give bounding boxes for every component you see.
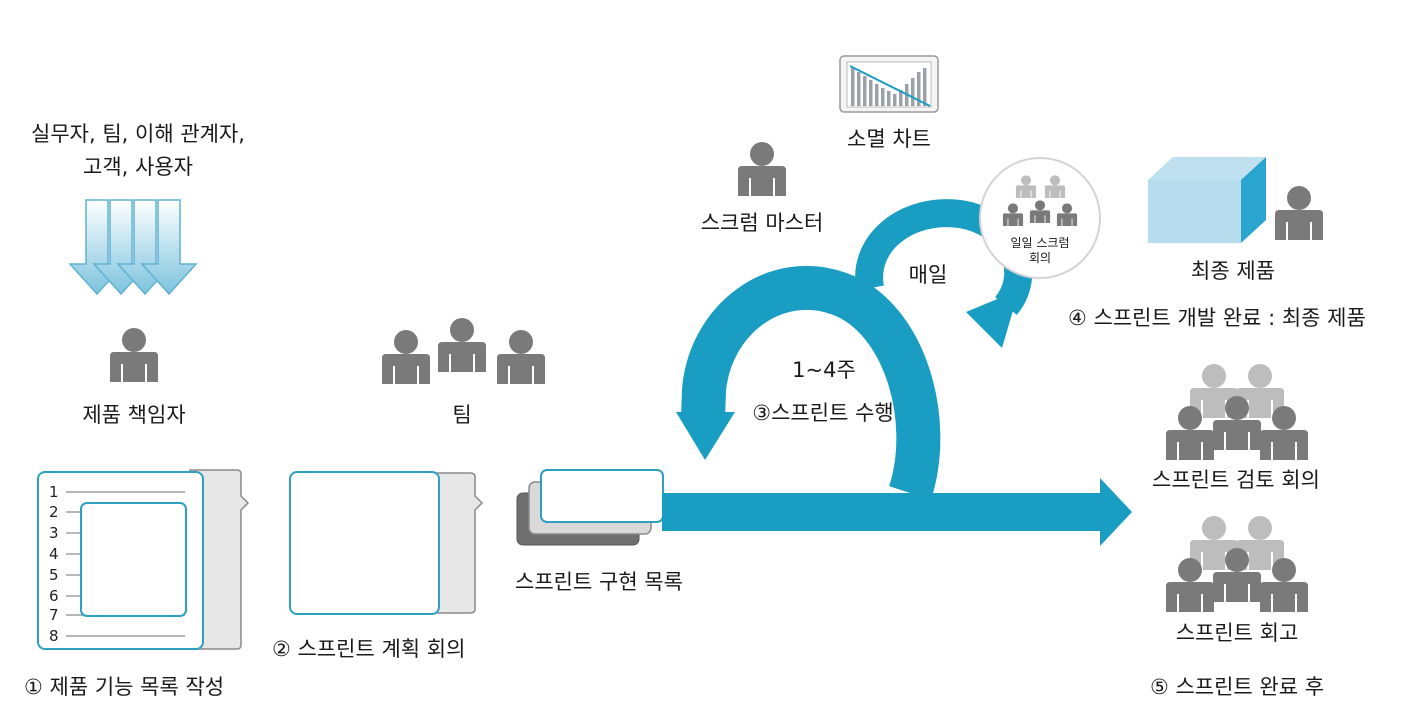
sprint-retro-group-icon [1166,516,1308,612]
daily-scrum-bubble [979,157,1101,279]
sprint-cycle-loop-arrow [676,266,941,500]
stakeholders-label-line2: 고객, 사용자 [83,155,193,179]
stakeholders-label-line1: 실무자, 팀, 이해 관계자, [31,122,245,146]
backlog-number: 3 [49,524,59,542]
sprint-retro-label: 스프린트 회고 [1175,621,1299,645]
customer-icon [1275,186,1323,240]
burndown-chart-icon [839,55,939,113]
team-icon [382,318,545,384]
daily-scrum-label-line2: 회의 [1028,251,1052,265]
backlog-number: 8 [49,627,59,645]
backlog-number: 7 [49,606,59,624]
scrum-master-label: 스크럼 마스터 [700,211,824,235]
step2-label: ② 스프린트 계획 회의 [272,637,466,661]
scrum-master-icon [738,142,786,196]
step4-label: ④ 스프린트 개발 완료 : 최종 제품 [1068,306,1366,330]
step5-label: ⑤ 스프린트 완료 후 [1149,675,1325,699]
daily-scrum-label-line1: 일일 스크럼 [1010,236,1070,250]
sprint-review-label: 스프린트 검토 회의 [1152,468,1320,492]
team-label: 팀 [452,403,472,427]
input-arrows-icon [68,199,198,296]
product-backlog-document-icon: 1 2 3 4 5 67 8 [37,469,250,650]
backlog-number: 1 [49,483,59,501]
daily-label: 매일 [908,263,948,287]
final-product-label: 최종 제품 [1191,259,1275,283]
step3-label: ③스프린트 수행 [752,401,894,425]
sprint-flow-arrow [662,478,1132,546]
final-product-box-icon [1148,157,1266,243]
backlog-number: 4 [49,545,59,563]
backlog-number: 6 [49,587,59,605]
product-owner-label: 제품 책임자 [82,403,186,427]
sprint-planning-document-icon [289,471,484,615]
step1-label: ① 제품 기능 목록 작성 [24,675,225,699]
backlog-number: 5 [49,566,59,584]
sprint-backlog-label: 스프린트 구현 목록 [515,570,683,594]
burndown-chart-label: 소멸 차트 [847,127,931,151]
product-owner-icon [110,328,158,382]
sprint-review-group-icon [1166,364,1308,460]
backlog-number: 2 [49,503,59,521]
sprint-backlog-cards-icon [516,469,664,546]
duration-label: 1~4주 [792,358,856,382]
